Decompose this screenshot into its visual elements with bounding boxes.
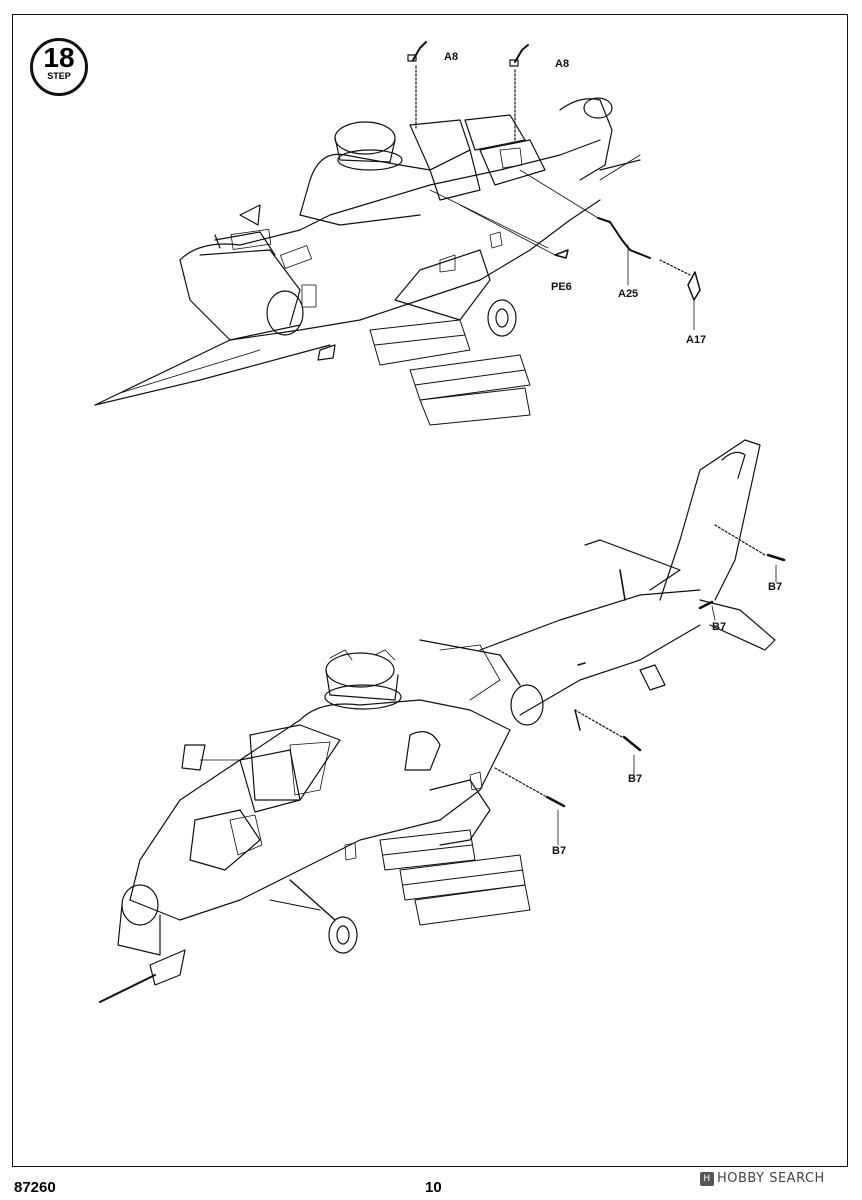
step-word: STEP	[47, 71, 71, 81]
kit-number: 87260	[14, 1179, 56, 1196]
label-pe6: PE6	[551, 281, 572, 293]
upper-helicopter-view	[94, 97, 641, 426]
label-a8-right: A8	[555, 58, 570, 70]
page-number: 10	[425, 1179, 442, 1196]
label-b7-mid: B7	[628, 773, 643, 785]
label-a25: A25	[618, 288, 639, 300]
step-badge: 18 STEP	[30, 38, 88, 96]
label-b7-tail: B7	[768, 581, 783, 593]
lower-helicopter-view	[99, 439, 776, 1003]
label-b7-low: B7	[552, 845, 567, 857]
page-border	[12, 14, 848, 1167]
label-a17: A17	[686, 334, 707, 346]
step-number: 18	[43, 42, 75, 73]
label-a8-left: A8	[444, 51, 459, 63]
lower-part-callouts	[494, 524, 786, 846]
hobby-search-logo-icon: H	[700, 1171, 714, 1186]
label-b7-stabilizer: B7	[712, 621, 727, 633]
watermark-text: HOBBY SEARCH	[717, 1171, 825, 1186]
upper-part-callouts	[407, 41, 701, 331]
